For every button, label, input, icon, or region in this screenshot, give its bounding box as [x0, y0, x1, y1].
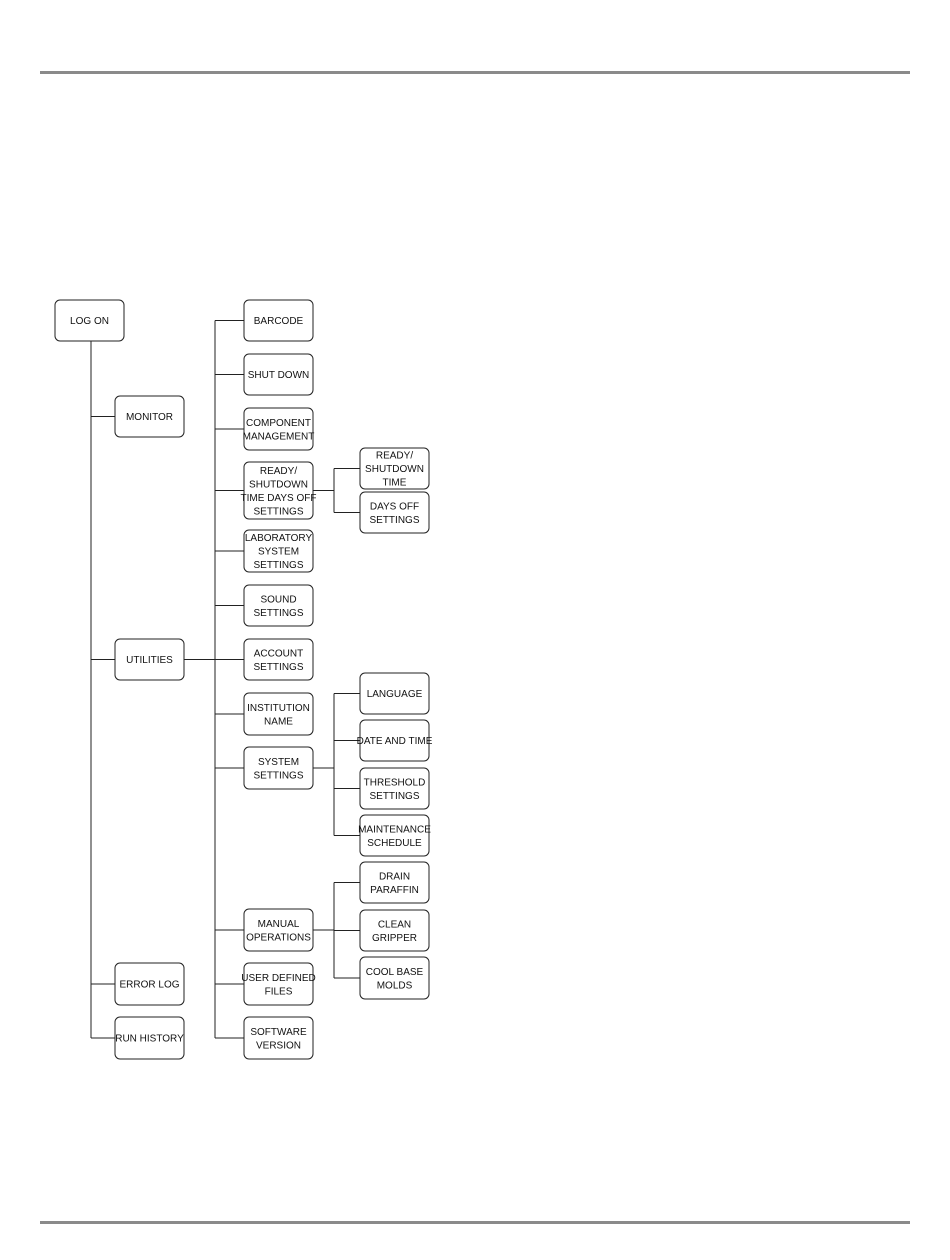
node-box-system-settings	[243, 746, 314, 790]
node-box-account-settings	[243, 638, 314, 681]
node-log-on: LOG ON	[54, 299, 125, 342]
node-label-language: LANGUAGE	[367, 689, 423, 700]
node-shut-down: SHUT DOWN	[243, 353, 314, 396]
node-label-error-log: ERROR LOG	[119, 980, 179, 991]
node-box-manual-operations	[243, 908, 314, 952]
node-box-sound-settings	[243, 584, 314, 627]
node-box-error-log	[114, 962, 185, 1006]
node-box-language	[359, 672, 430, 715]
node-label-shut-down: SHUT DOWN	[248, 370, 309, 381]
node-label-date-and-time: DATE AND TIME	[357, 736, 433, 747]
node-label-log-on: LOG ON	[70, 316, 109, 327]
node-box-user-defined-files	[243, 962, 314, 1006]
node-box-monitor	[114, 395, 185, 438]
node-box-run-history	[114, 1016, 185, 1060]
node-box-component-management	[243, 407, 314, 451]
node-label-run-history: RUN HISTORY	[115, 1034, 184, 1045]
node-box-cool-base-molds	[359, 956, 430, 1000]
connectors	[90, 320, 360, 1039]
node-run-history: RUN HISTORY	[114, 1016, 185, 1060]
node-box-threshold-settings	[359, 767, 430, 810]
node-box-laboratory-system-settings	[243, 529, 314, 573]
node-box-ready-shutdown-time-days-off-settings	[243, 461, 314, 520]
node-error-log: ERROR LOG	[114, 962, 185, 1006]
node-utilities: UTILITIES	[114, 638, 185, 681]
node-box-days-off-settings	[359, 491, 430, 534]
header-rule	[40, 71, 910, 74]
node-box-clean-gripper	[359, 909, 430, 952]
node-date-and-time: DATE AND TIME	[357, 719, 433, 762]
node-box-shut-down	[243, 353, 314, 396]
node-monitor: MONITOR	[114, 395, 185, 438]
node-box-institution-name	[243, 692, 314, 736]
node-label-monitor: MONITOR	[126, 412, 173, 423]
node-box-software-version	[243, 1016, 314, 1060]
footer-rule	[40, 1221, 910, 1224]
node-language: LANGUAGE	[359, 672, 430, 715]
nodes: LOG ON MONITOR UTILITIES ERROR LOG RUN HISTO…	[54, 299, 433, 1060]
node-box-ready-shutdown-time	[359, 447, 430, 490]
node-box-log-on	[54, 299, 125, 342]
node-box-maintenance-schedule	[359, 814, 430, 857]
node-box-utilities	[114, 638, 185, 681]
node-barcode: BARCODE	[243, 299, 314, 342]
node-label-utilities: UTILITIES	[126, 655, 173, 666]
node-box-barcode	[243, 299, 314, 342]
node-box-date-and-time	[359, 719, 430, 762]
node-label-barcode: BARCODE	[254, 316, 304, 327]
node-box-drain-paraffin	[359, 861, 430, 904]
